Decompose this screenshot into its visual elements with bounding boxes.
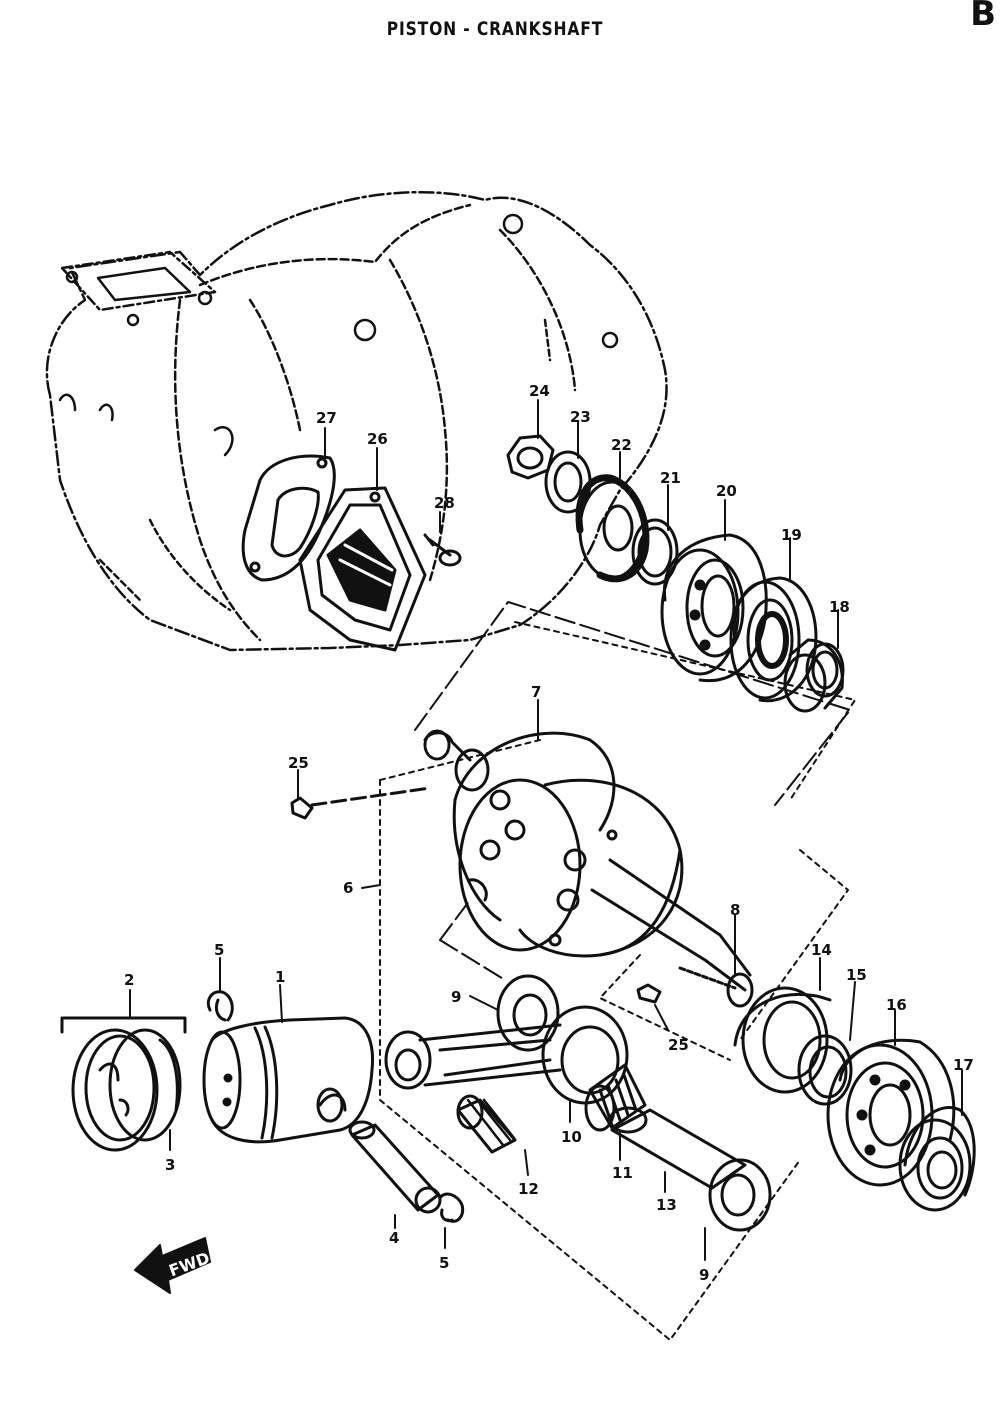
piston-1 <box>202 1016 375 1144</box>
callout-26: 26 <box>367 430 388 448</box>
callout-9-top: 9 <box>451 988 461 1006</box>
callout-8: 8 <box>730 901 740 919</box>
callout-10: 10 <box>561 1128 582 1146</box>
page-title: PISTON - CRANKSHAFT <box>386 18 604 40</box>
bearing-20 <box>660 533 768 683</box>
key-25-top <box>290 786 432 820</box>
crank-bearing-11 <box>584 1063 647 1132</box>
bearing-16 <box>826 1038 956 1187</box>
callout-9-bottom: 9 <box>699 1266 709 1284</box>
callout-4: 4 <box>389 1229 399 1247</box>
thrust-washer-9-bottom <box>708 1158 772 1232</box>
callout-1: 1 <box>275 968 285 986</box>
circlip-5-bottom <box>438 1192 465 1223</box>
callout-16: 16 <box>886 996 907 1014</box>
callout-21: 21 <box>660 469 681 487</box>
callout-25-bottom: 25 <box>668 1036 689 1054</box>
crankshaft-assembly-outline <box>379 621 856 1341</box>
callout-28: 28 <box>434 494 455 512</box>
nut-24 <box>506 434 555 480</box>
crankshaft-half-8 <box>458 778 754 1008</box>
screw-28 <box>423 533 462 567</box>
callout-2: 2 <box>124 971 134 989</box>
piston-ring-set-2 <box>60 1016 187 1152</box>
circlip-5-top <box>206 990 234 1022</box>
callout-15: 15 <box>846 966 867 984</box>
callout-23: 23 <box>570 408 591 426</box>
thrust-washer-9-top <box>496 974 560 1052</box>
key-25-bottom <box>636 983 662 1004</box>
callout-11: 11 <box>612 1164 633 1182</box>
spacer-15 <box>797 1034 853 1106</box>
piston-pin-4 <box>348 1120 442 1214</box>
crankcase <box>45 190 668 652</box>
needle-bearing-12 <box>456 1094 517 1154</box>
callout-14: 14 <box>811 941 832 959</box>
callout-5-top: 5 <box>214 941 224 959</box>
callout-13: 13 <box>656 1196 677 1214</box>
reed-valve-26 <box>298 486 427 652</box>
crankshaft-right-outline <box>439 899 506 981</box>
leader-lines <box>129 399 963 1261</box>
callout-6: 6 <box>343 879 353 897</box>
callout-17: 17 <box>953 1056 974 1074</box>
crankshaft-left-outline <box>414 601 851 806</box>
crank-pin-13 <box>608 1106 747 1190</box>
shim-21 <box>631 518 679 586</box>
oil-seal-14 <box>733 986 832 1094</box>
seal-17 <box>898 1105 976 1212</box>
callout-3: 3 <box>165 1156 175 1174</box>
callout-25-top: 25 <box>288 754 309 772</box>
gasket-27 <box>241 454 336 582</box>
forward-arrow: FWD <box>134 1237 212 1294</box>
callout-20: 20 <box>716 482 737 500</box>
page-code: B <box>970 0 996 34</box>
callout-labels: 1 2 3 4 5 5 6 7 8 9 9 10 11 12 13 14 15 … <box>124 382 974 1284</box>
callout-24: 24 <box>529 382 550 400</box>
callout-5-bottom: 5 <box>439 1254 449 1272</box>
callout-18: 18 <box>829 598 850 616</box>
oil-seal-19 <box>729 576 818 703</box>
callout-12: 12 <box>518 1180 539 1198</box>
callout-27: 27 <box>316 409 337 427</box>
crankshaft-half-7 <box>423 729 616 922</box>
callout-22: 22 <box>611 436 632 454</box>
primary-gear-22 <box>575 474 650 583</box>
spacer-18 <box>783 638 845 713</box>
callout-7: 7 <box>531 683 541 701</box>
callout-19: 19 <box>781 526 802 544</box>
